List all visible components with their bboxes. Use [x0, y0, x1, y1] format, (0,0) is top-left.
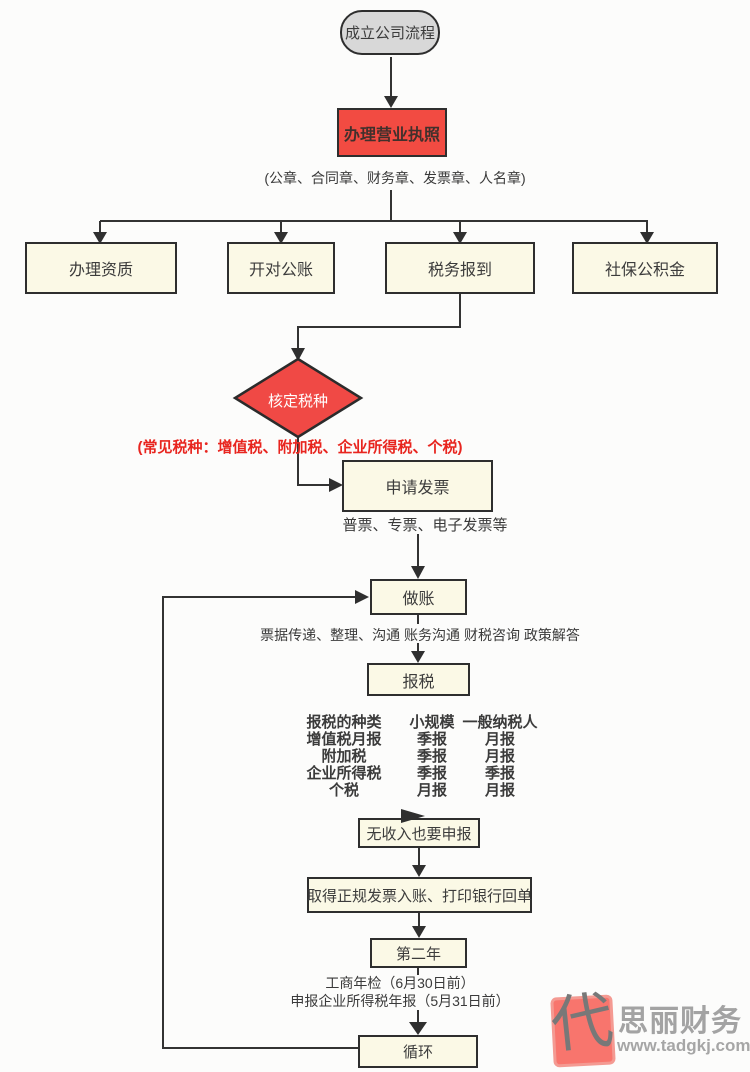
node-second-year: 第二年 — [370, 938, 467, 968]
table-cell: 月报 — [484, 748, 515, 765]
table-cell: 月报 — [484, 731, 515, 748]
line-tax-to-decision — [297, 294, 461, 349]
bookkeeping-note: 票据传递、整理、沟通 账务沟通 财税咨询 政策解答 — [260, 627, 580, 643]
node-receipts: 取得正规发票入账、打印银行回单 — [307, 877, 532, 913]
node-start: 成立公司流程 — [340, 10, 440, 55]
table-cell: 月报 — [416, 782, 447, 799]
arrowhead-right-icon — [329, 478, 343, 492]
annual-report-note: 申报企业所得税年报（5月31日前） — [290, 993, 510, 1009]
table-cell: 个税 — [328, 782, 359, 799]
logo-brand-name: 思丽财务 — [618, 1005, 742, 1038]
table-cell: 季报 — [416, 765, 447, 782]
seals-note: (公章、合同章、财务章、发票章、人名章) — [264, 170, 526, 186]
table-cell: 季报 — [484, 765, 515, 782]
tax-types-note: (常见税种：增值税、附加税、企业所得税、个税) — [137, 439, 463, 456]
node-no-income-filing: 无收入也要申报 — [358, 818, 480, 848]
table-cell: 月报 — [484, 782, 515, 799]
tax-schedule-table: 报税的种类 小规模 一般纳税人 增值税月报 季报 月报 附加税 季报 月报 企业… — [280, 714, 544, 799]
arrowhead-down-icon — [412, 926, 426, 938]
node-tax-registration: 税务报到 — [385, 242, 535, 294]
table-header: 报税的种类 — [306, 714, 382, 731]
table-cell: 季报 — [416, 748, 447, 765]
table-cell: 季报 — [416, 731, 447, 748]
table-cell: 增值税月报 — [306, 731, 382, 748]
node-bank-account: 开对公账 — [227, 242, 335, 294]
node-apply-invoice: 申请发票 — [342, 460, 493, 512]
arrowhead-down-icon — [411, 651, 425, 663]
logo-website: www.tadgkj.com — [617, 1036, 750, 1055]
table-header: 一般纳税人 — [462, 714, 538, 731]
arrowhead-down-icon — [411, 566, 425, 579]
arrowhead-down-icon — [384, 96, 398, 108]
seal-character: 代 — [547, 982, 617, 1063]
node-business-license: 办理营业执照 — [337, 108, 447, 157]
node-social-insurance: 社保公积金 — [572, 242, 718, 294]
node-qualifications: 办理资质 — [25, 242, 177, 294]
node-loop: 循环 — [358, 1035, 478, 1068]
node-bookkeeping: 做账 — [370, 579, 467, 615]
arrowhead-down-icon — [409, 1022, 427, 1035]
annual-check-note: 工商年检（6月30日前） — [325, 975, 475, 991]
table-header: 小规模 — [409, 714, 455, 731]
node-decision-label: 核定税种 — [267, 393, 329, 410]
table-cell: 附加税 — [321, 748, 367, 765]
arrowhead-down-icon — [291, 348, 305, 361]
node-tax-filing: 报税 — [367, 663, 470, 696]
invoice-note: 普票、专票、电子发票等 — [342, 517, 508, 534]
arrowhead-right-icon — [355, 590, 369, 604]
arrowhead-down-icon — [412, 865, 426, 877]
table-cell: 企业所得税 — [306, 765, 382, 782]
